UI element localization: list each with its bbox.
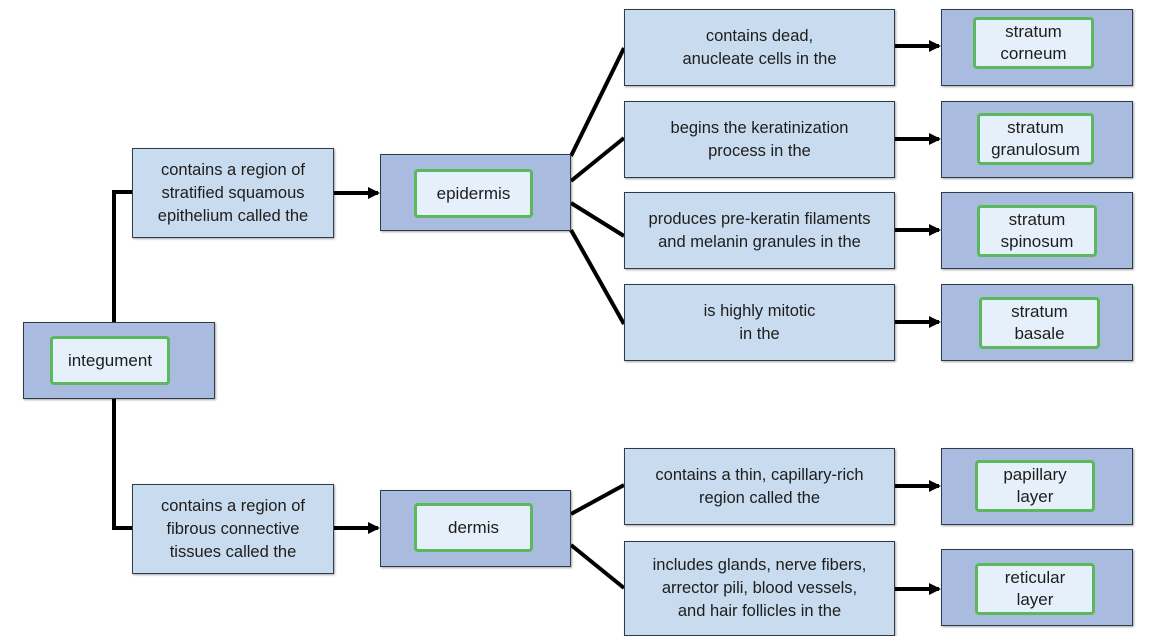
- spinosum-description: produces pre-keratin filaments and melan…: [648, 209, 871, 251]
- reticular-description: includes glands, nerve fibers, arrector …: [652, 556, 867, 620]
- basale-answer[interactable]: stratum basale: [979, 297, 1100, 349]
- papillary-description: contains a thin, capillary-rich region c…: [655, 465, 864, 507]
- granulosum-answer[interactable]: stratum granulosum: [977, 113, 1094, 165]
- connector-epidermis-basale: [569, 229, 626, 325]
- connector-dermis-papillary: [570, 483, 625, 516]
- connector-dermis-reticular: [569, 543, 626, 590]
- papillary-description-box: contains a thin, capillary-rich region c…: [624, 448, 895, 525]
- dermis-answer[interactable]: dermis: [414, 503, 533, 552]
- corneum-answer[interactable]: stratum corneum: [973, 17, 1094, 69]
- granulosum-description: begins the keratinization process in the: [670, 118, 849, 160]
- basale-description-box: is highly mitotic in the: [624, 284, 895, 361]
- corneum-description: contains dead, anucleate cells in the: [682, 26, 837, 68]
- basale-description: is highly mitotic in the: [703, 301, 816, 343]
- dermis-description-box: contains a region of fibrous connective …: [132, 484, 334, 574]
- reticular-description-box: includes glands, nerve fibers, arrector …: [624, 541, 895, 636]
- epidermis-description-box: contains a region of stratified squamous…: [132, 148, 334, 238]
- spinosum-description-box: produces pre-keratin filaments and melan…: [624, 192, 895, 269]
- connector-epidermis-granulosum: [569, 136, 626, 183]
- integument-answer[interactable]: integument: [50, 336, 170, 385]
- connector-integument-dermis: [112, 399, 132, 530]
- dermis-description: contains a region of fibrous connective …: [160, 496, 305, 561]
- epidermis-answer[interactable]: epidermis: [414, 169, 533, 218]
- spinosum-answer[interactable]: stratum spinosum: [977, 205, 1097, 257]
- reticular-answer[interactable]: reticular layer: [975, 563, 1095, 615]
- connector-epidermis-corneum: [569, 47, 626, 157]
- epidermis-description: contains a region of stratified squamous…: [157, 160, 309, 225]
- corneum-description-box: contains dead, anucleate cells in the: [624, 9, 895, 86]
- granulosum-description-box: begins the keratinization process in the: [624, 101, 895, 178]
- papillary-answer[interactable]: papillary layer: [975, 460, 1095, 512]
- connector-integument-epidermis: [112, 190, 132, 322]
- connector-epidermis-spinosum: [569, 201, 626, 238]
